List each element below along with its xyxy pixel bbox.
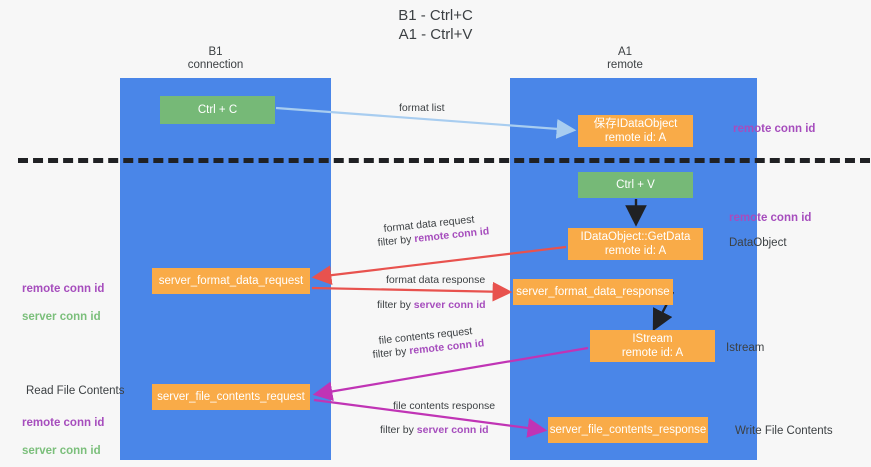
node-getdata-title: IDataObject::GetData bbox=[580, 231, 691, 243]
node-ctrl-v[interactable]: Ctrl + V bbox=[578, 172, 693, 198]
phase-divider bbox=[18, 158, 870, 163]
column-header-a1: A1 remote bbox=[607, 46, 643, 71]
filter-prefix: filter by bbox=[377, 299, 414, 311]
annotation-left-server-conn-id-2: server conn id bbox=[22, 445, 101, 457]
annotation-left-conn-ids-bottom: remote conn id server conn id bbox=[22, 402, 104, 458]
node-save-idataobject-subtitle: remote id: A bbox=[604, 132, 667, 144]
annotation-istream: Istream bbox=[726, 342, 765, 354]
edge-label-format-list: format list bbox=[399, 102, 445, 114]
filter-value-server-conn-id: server conn id bbox=[413, 299, 486, 311]
filter-prefix: filter by bbox=[377, 233, 415, 249]
annotation-left-conn-ids-top: remote conn id server conn id bbox=[22, 268, 104, 324]
node-server-format-data-response[interactable]: server_format_data_response bbox=[513, 279, 673, 305]
node-ctrl-c-label: Ctrl + C bbox=[197, 104, 238, 116]
annotation-dataobject: DataObject bbox=[729, 237, 787, 249]
node-idataobject-getdata[interactable]: IDataObject::GetData remote id: A bbox=[568, 228, 703, 260]
node-save-idataobject-title: 保存IDataObject bbox=[593, 118, 678, 130]
node-server-file-contents-request-label: server_file_contents_request bbox=[157, 391, 305, 403]
node-istream-subtitle: remote id: A bbox=[621, 347, 684, 359]
filter-prefix: filter by bbox=[380, 424, 417, 436]
node-istream-title: IStream bbox=[632, 333, 673, 345]
arrow-format-data-response bbox=[311, 281, 513, 302]
node-server-format-data-request[interactable]: server_format_data_request bbox=[152, 268, 310, 294]
node-getdata-subtitle: remote id: A bbox=[604, 245, 667, 257]
edge-label-file-contents-response-filter: filter by server conn id bbox=[380, 423, 489, 438]
annotation-left-remote-conn-id-2: remote conn id bbox=[22, 417, 105, 429]
annotation-left-server-conn-id: server conn id bbox=[22, 311, 101, 323]
node-istream[interactable]: IStream remote id: A bbox=[590, 330, 715, 362]
filter-prefix: filter by bbox=[372, 345, 410, 361]
node-ctrl-c[interactable]: Ctrl + C bbox=[160, 96, 275, 124]
annotation-remote-conn-id-mid: remote conn id bbox=[729, 212, 812, 224]
node-server-format-data-request-label: server_format_data_request bbox=[158, 275, 304, 287]
annotation-read-file-contents: Read File Contents bbox=[26, 385, 125, 397]
annotation-left-remote-conn-id: remote conn id bbox=[22, 283, 105, 295]
annotation-write-file-contents: Write File Contents bbox=[735, 425, 833, 437]
edge-label-format-data-response-filter: filter by server conn id bbox=[377, 298, 486, 313]
column-header-b1: B1 connection bbox=[187, 46, 244, 71]
node-ctrl-v-label: Ctrl + V bbox=[616, 179, 655, 191]
node-save-idataobject[interactable]: 保存IDataObject remote id: A bbox=[578, 115, 693, 147]
node-server-file-contents-request[interactable]: server_file_contents_request bbox=[152, 384, 310, 410]
filter-value-server-conn-id: server conn id bbox=[416, 424, 489, 436]
page-title: B1 - Ctrl+C A1 - Ctrl+V bbox=[398, 7, 473, 43]
edge-label-file-contents-response: file contents response bbox=[393, 400, 496, 412]
annotation-remote-conn-id-top: remote conn id bbox=[733, 123, 816, 135]
node-server-format-data-response-label: server_format_data_response bbox=[516, 286, 670, 298]
node-server-file-contents-response[interactable]: server_file_contents_response bbox=[548, 417, 708, 443]
node-server-file-contents-response-label: server_file_contents_response bbox=[549, 424, 707, 436]
edge-label-format-data-response: format data response bbox=[386, 274, 486, 286]
